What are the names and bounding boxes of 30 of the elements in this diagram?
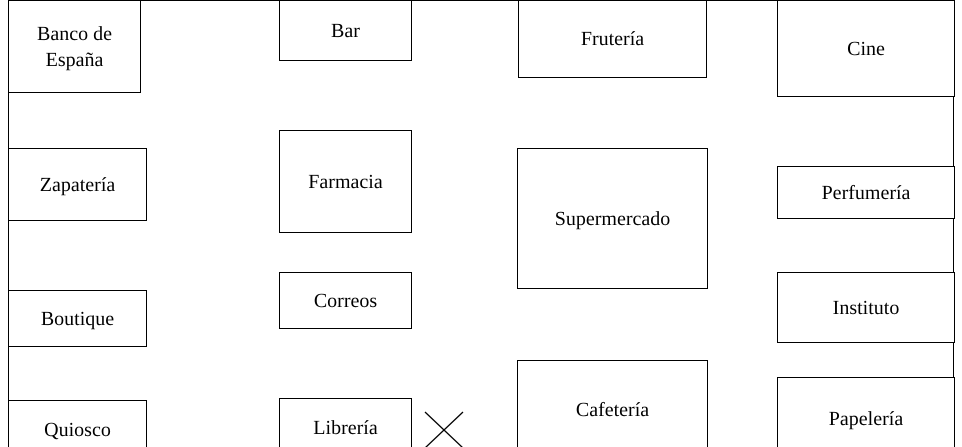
building-box [279,130,412,233]
building-box [279,398,412,447]
building-name: Supermercado [554,206,670,232]
building-name: Boutique [40,306,114,332]
building-name: Frutería [580,27,644,52]
building-box [8,148,147,221]
building-name: Zapatería [40,172,116,198]
building-box [777,377,955,447]
building-name: Quiosco [44,418,111,443]
building-name: Farmacia [308,170,383,194]
building-box [777,0,955,97]
building-box [777,272,955,343]
building-box [517,148,708,289]
building-name: Banco de España [36,22,113,72]
building-box [279,272,412,329]
building-box [8,0,141,93]
building-name: Instituto [832,296,900,320]
building-box [8,290,147,347]
building-name: Cine [847,36,885,62]
building-box [518,0,707,78]
building-box [279,0,412,61]
building-name: Papelería [828,406,904,432]
building-name: Librería [313,416,378,441]
building-name: Correos [314,288,378,314]
building-box [517,360,708,447]
building-name: Perfumería [822,180,910,206]
building-box [8,400,147,447]
building-box [777,166,955,219]
building-name: Bar [331,18,360,44]
building-name: Cafetería [576,398,650,423]
